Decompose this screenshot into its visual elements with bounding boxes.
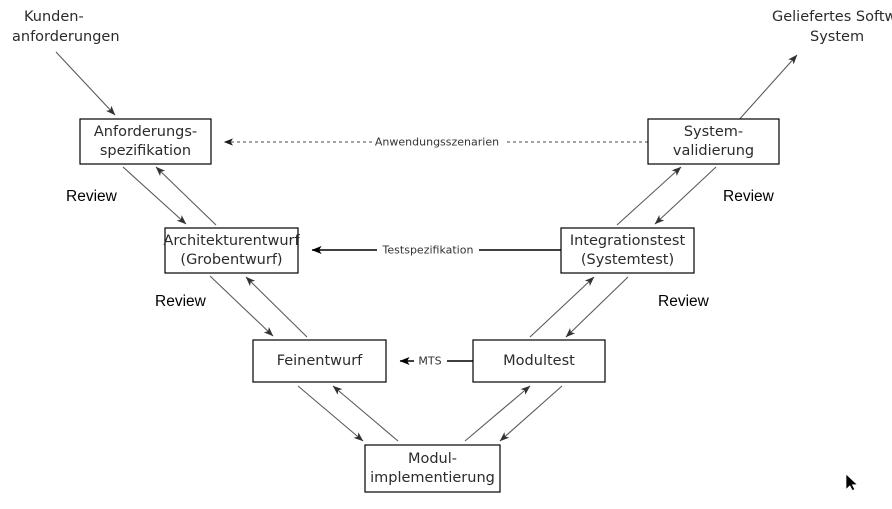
edge-systemvalidierung-to-integrationstest: [654, 166, 717, 225]
box-systemvalidierung-line-2: validierung: [673, 143, 754, 159]
edge-label-testspezifikation: Testspezifikation: [382, 244, 474, 257]
label-geliefertes-software-system-line-1: Geliefertes Software: [772, 9, 892, 25]
edge-systemvalidierung-to-geliefertes-system: [736, 54, 798, 123]
edge-modulimplementierung-to-modultest: [464, 385, 531, 442]
label-review-mid-right: Review: [658, 293, 710, 310]
label-review-top-left: Review: [66, 188, 118, 205]
box-integrationstest-line-2: (Systemtest): [581, 252, 674, 268]
edge-testspezifikation: Testspezifikation: [311, 241, 561, 258]
edge-feinentwurf-to-modulimplementierung: [297, 385, 364, 442]
edge-anforderungsspezifikation-to-architekturentwurf: [122, 166, 187, 225]
edge-label-mts: MTS: [418, 355, 441, 368]
box-architekturentwurf[interactable]: Architekturentwurf (Grobentwurf): [163, 227, 300, 274]
label-kundenanforderungen: Kunden- anforderungen: [12, 9, 120, 45]
label-review-top-right: Review: [723, 188, 775, 205]
box-architekturentwurf-line-2: (Grobentwurf): [180, 252, 282, 268]
edge-architekturentwurf-to-anforderungsspezifikation-review: [155, 166, 217, 226]
edge-integrationstest-to-modultest: [565, 276, 629, 338]
box-anforderungsspezifikation-line-1: Anforderungs-: [94, 124, 197, 140]
box-modulimplementierung[interactable]: Modul- implementierung: [364, 444, 501, 493]
box-feinentwurf-line-1: Feinentwurf: [277, 353, 363, 369]
edge-modultest-to-integrationstest: [529, 276, 595, 338]
edge-label-anwendungsszenarien: Anwendungsszenarien: [375, 136, 499, 149]
box-modulimplementierung-line-1: Modul-: [408, 451, 457, 467]
box-architekturentwurf-line-1: Architekturentwurf: [163, 233, 300, 249]
mouse-pointer-icon: [845, 473, 859, 492]
edge-anwendungsszenarien: Anwendungsszenarien: [223, 133, 648, 150]
box-integrationstest[interactable]: Integrationstest (Systemtest): [560, 227, 695, 274]
label-kundenanforderungen-line-1: Kunden-: [24, 9, 84, 25]
edge-architekturentwurf-to-feinentwurf: [209, 275, 274, 337]
box-modultest[interactable]: Modultest: [472, 339, 606, 383]
edge-modulimplementierung-to-feinentwurf-review: [332, 385, 399, 442]
edge-feinentwurf-to-architekturentwurf-review: [245, 276, 308, 338]
label-geliefertes-software-system: Geliefertes Software System: [772, 9, 892, 45]
edge-modultest-to-modulimplementierung: [499, 385, 563, 442]
box-anforderungsspezifikation[interactable]: Anforderungs- spezifikation: [79, 118, 212, 165]
label-geliefertes-software-system-line-2: System: [810, 29, 864, 45]
box-anforderungsspezifikation-line-2: spezifikation: [100, 143, 191, 159]
box-systemvalidierung[interactable]: System- validierung: [647, 118, 780, 165]
box-feinentwurf[interactable]: Feinentwurf: [252, 339, 387, 383]
box-systemvalidierung-line-1: System-: [684, 124, 743, 140]
box-modultest-line-1: Modultest: [503, 353, 575, 369]
edge-integrationstest-to-systemvalidierung: [616, 166, 682, 226]
box-modulimplementierung-line-2: implementierung: [370, 470, 495, 486]
edge-mts: MTS: [399, 352, 473, 369]
edge-kundenanforderungen-to-anforderungsspezifikation: [55, 51, 116, 116]
label-review-mid-left: Review: [155, 293, 207, 310]
box-integrationstest-line-1: Integrationstest: [570, 233, 686, 249]
label-kundenanforderungen-line-2: anforderungen: [12, 29, 120, 45]
